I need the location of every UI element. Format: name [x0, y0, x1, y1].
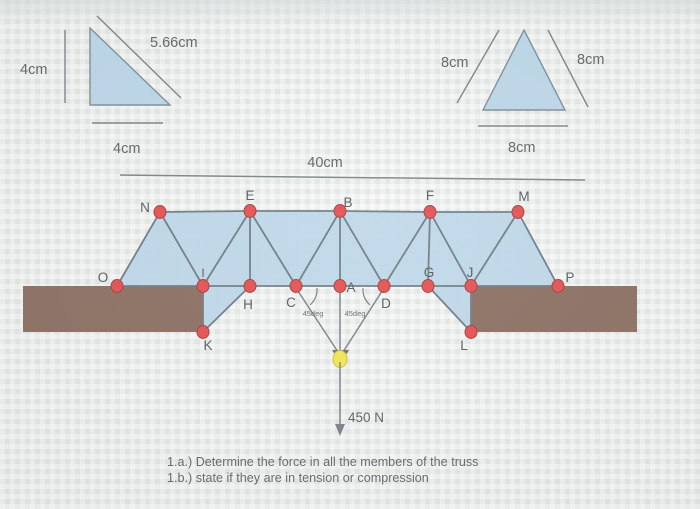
member-E-C [249, 210, 297, 287]
node-F[interactable] [423, 205, 437, 219]
node-label-P: P [565, 270, 574, 285]
left-triangle-hypotenuse-dimension-line [96, 15, 182, 99]
node-K[interactable] [196, 325, 210, 339]
member-N-I [159, 211, 204, 287]
node-label-M: M [518, 189, 529, 204]
angle-annotations: 45deg 45deg [303, 287, 371, 318]
right-triangle-left-label: 8cm [441, 55, 468, 71]
member-O-N [116, 211, 161, 287]
node-J[interactable] [464, 279, 478, 293]
applied-load: 450 N [332, 350, 384, 436]
node-label-I: I [201, 266, 204, 280]
member-F-D [383, 211, 431, 287]
node-label-A: A [346, 280, 355, 295]
panel-N-E-I [160, 211, 250, 286]
node-label-F: F [426, 188, 434, 203]
panel-B-F-D [340, 211, 430, 286]
node-label-J: J [467, 265, 474, 280]
node-C[interactable] [289, 279, 303, 293]
node-label-C: C [286, 295, 296, 310]
panel-M-J-P [471, 212, 558, 286]
span-dimension: 40cm [119, 155, 586, 181]
right-triangle-shape [481, 28, 567, 111]
left-triangle-hypotenuse-label: 5.66cm [150, 35, 198, 51]
node-label-E: E [245, 188, 254, 203]
left-triangle-shape [89, 26, 172, 106]
truss-members [116, 210, 559, 333]
span-dimension-label: 40cm [307, 155, 342, 171]
angle-label-left: 45deg [303, 309, 324, 318]
left-triangle-vertical-label: 4cm [20, 62, 47, 78]
member-N-E [159, 210, 251, 213]
angle-arc-at-C [309, 287, 318, 306]
member-M-P [517, 211, 559, 287]
node-L[interactable] [464, 325, 478, 339]
node-labels: N E B F M O I H C A D G J P K L [98, 188, 575, 353]
cable-D-to-pin [342, 287, 385, 353]
span-dimension-line [119, 174, 586, 181]
left-support-block [23, 286, 203, 332]
member-B-F [339, 210, 431, 213]
node-D[interactable] [377, 279, 391, 293]
node-label-D: D [381, 296, 391, 311]
right-support-block [471, 286, 637, 332]
node-M[interactable] [511, 205, 525, 219]
truss-nodes [110, 204, 565, 339]
node-label-N: N [140, 200, 150, 215]
member-B-C [295, 210, 341, 287]
node-I[interactable] [196, 279, 210, 293]
right-triangle-right-dimension-line [547, 29, 589, 108]
node-O[interactable] [110, 279, 124, 293]
node-label-L: L [460, 338, 468, 353]
node-G[interactable] [421, 279, 435, 293]
panel-E-B-C [250, 211, 340, 286]
angle-label-right: 45deg [345, 309, 366, 318]
right-triangle-figure: 8cm 8cm 8cm [441, 28, 604, 156]
angle-arc-at-D [362, 287, 371, 306]
panel-O-N-I [117, 212, 203, 286]
node-label-O: O [98, 270, 109, 285]
node-label-K: K [203, 338, 212, 353]
node-label-B: B [343, 195, 352, 210]
load-arrow-head [335, 424, 345, 436]
member-B-D [339, 210, 385, 287]
load-cables [295, 287, 385, 353]
node-P[interactable] [551, 279, 565, 293]
node-label-G: G [424, 265, 435, 280]
node-A[interactable] [333, 279, 347, 293]
member-F-G [427, 211, 431, 287]
support-blocks [23, 286, 637, 332]
right-triangle-base-label: 8cm [508, 140, 535, 156]
left-triangle-figure: 4cm 5.66cm 4cm [20, 15, 198, 157]
node-B[interactable] [333, 204, 347, 218]
right-triangle-left-dimension-line [456, 29, 500, 104]
panel-F-M-J [430, 212, 518, 286]
member-F-J [429, 211, 472, 287]
right-triangle-right-label: 8cm [577, 52, 604, 68]
cable-C-to-pin [295, 287, 339, 353]
member-K-H [202, 285, 251, 333]
node-E[interactable] [243, 204, 257, 218]
prompt-line-b: 1.b.) state if they are in tension or co… [167, 471, 429, 485]
load-magnitude-label: 450 N [348, 410, 384, 425]
prompt-line-a: 1.a.) Determine the force in all the mem… [167, 455, 478, 469]
left-triangle-base-label: 4cm [113, 141, 140, 157]
member-E-I [202, 210, 251, 287]
node-label-H: H [243, 297, 253, 312]
node-H[interactable] [243, 279, 257, 293]
member-M-J [470, 211, 519, 287]
node-N[interactable] [153, 205, 167, 219]
member-L-G [427, 285, 472, 333]
prompt-text: 1.a.) Determine the force in all the mem… [167, 455, 478, 485]
